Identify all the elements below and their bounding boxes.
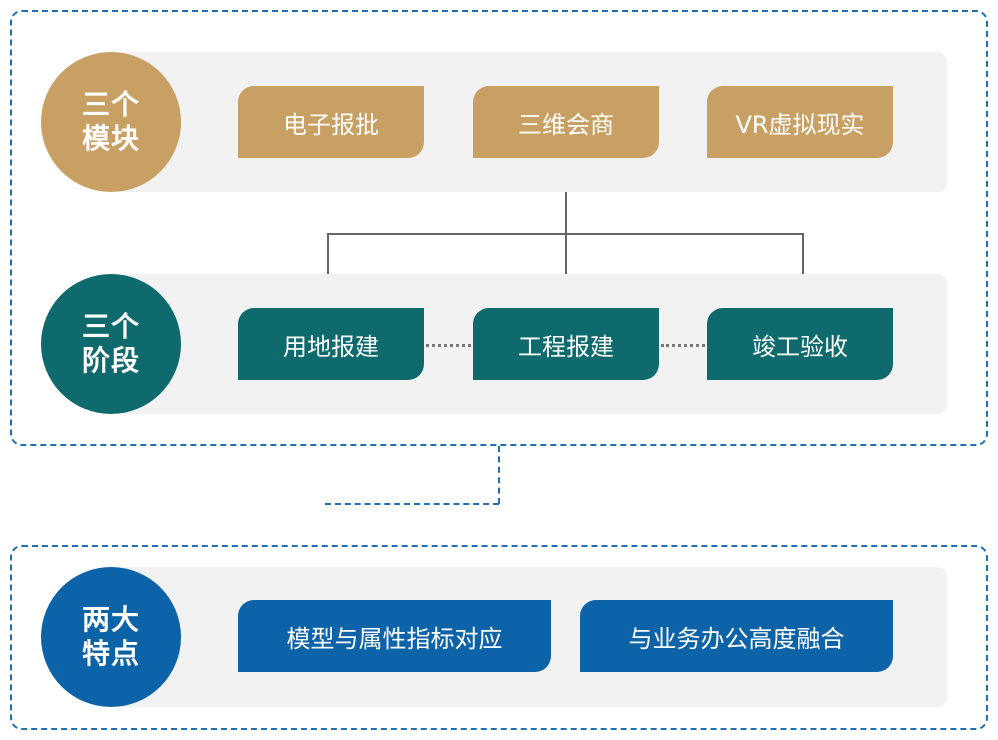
module-box-3d-consult: 三维会商 [473, 86, 659, 158]
frame-connector-vertical-top [498, 446, 500, 504]
frame-connector-horizontal [325, 503, 499, 505]
module-box-vr: VR虚拟现实 [707, 86, 893, 158]
feature-label-model-attributes: 模型与属性指标对应 [286, 624, 503, 653]
tree-line-bar [327, 233, 804, 235]
features-title: 两大特点 [81, 603, 140, 670]
top-group-frame [10, 10, 988, 446]
stage-box-acceptance: 竣工验收 [707, 308, 893, 380]
stage-box-engineering: 工程报建 [473, 308, 659, 380]
module-box-e-approval: 电子报批 [238, 86, 424, 158]
tree-line-left [327, 233, 329, 274]
feature-label-business-integration: 与业务办公高度融合 [628, 624, 845, 653]
bottom-group-frame [10, 545, 988, 730]
feature-box-business-integration: 与业务办公高度融合 [580, 600, 893, 672]
stages-title: 三个阶段 [81, 310, 140, 377]
stage-label-acceptance: 竣工验收 [752, 332, 848, 361]
stage-box-land: 用地报建 [238, 308, 424, 380]
stages-circle: 三个阶段 [41, 274, 181, 414]
stage-connector-2 [661, 344, 705, 347]
feature-box-model-attributes: 模型与属性指标对应 [238, 600, 551, 672]
module-label-3d-consult: 三维会商 [518, 110, 614, 139]
module-label-e-approval: 电子报批 [283, 110, 379, 139]
modules-title: 三个模块 [81, 88, 140, 155]
stage-connector-1 [426, 344, 471, 347]
features-circle: 两大特点 [41, 567, 181, 707]
modules-circle: 三个模块 [41, 52, 181, 192]
tree-line-right [802, 233, 804, 274]
stage-label-engineering: 工程报建 [518, 332, 614, 361]
stage-label-land: 用地报建 [283, 332, 379, 361]
module-label-vr: VR虚拟现实 [735, 110, 865, 139]
